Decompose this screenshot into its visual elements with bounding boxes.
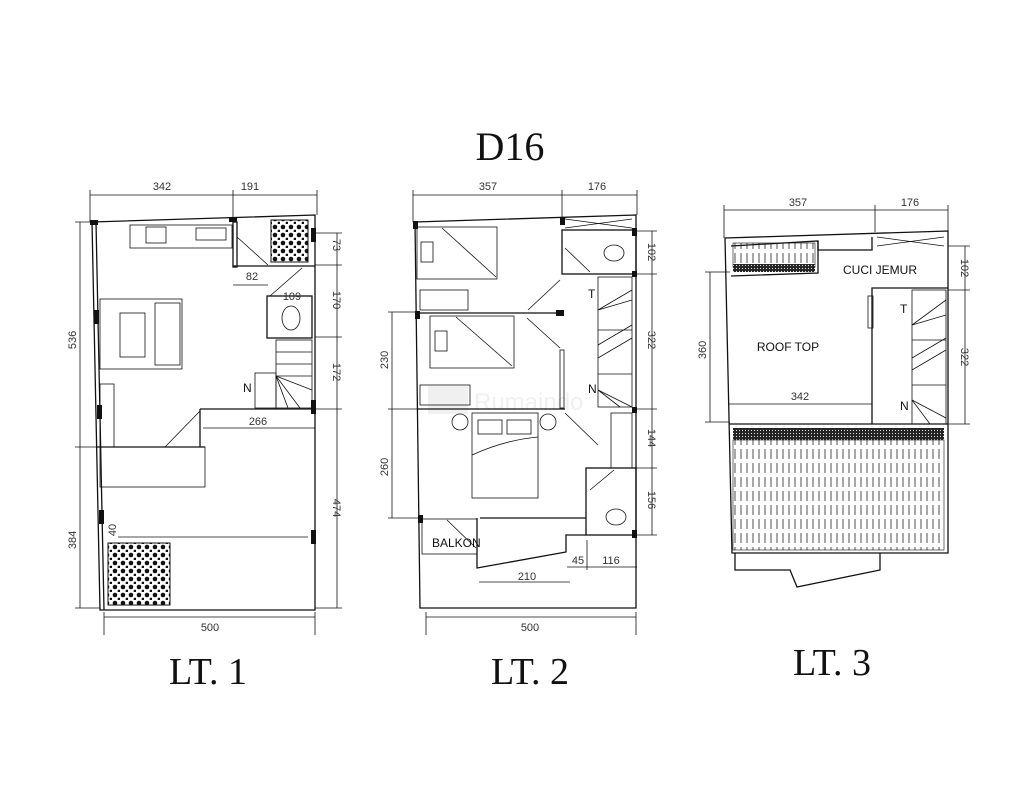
dim-right-a: 73: [330, 239, 342, 251]
staircase-lt1: N: [243, 339, 313, 409]
dim-inner-b: 45: [572, 555, 584, 567]
staircase-lt3: T N: [900, 289, 947, 425]
stove-icon: [195, 227, 227, 241]
dim-inner-a: 82: [246, 271, 258, 283]
dim-top-a: 357: [479, 181, 497, 193]
dim-right-b: 170: [330, 291, 342, 309]
floor-label-lt2: LT. 2: [491, 651, 569, 693]
dim-inner-c: 266: [249, 416, 267, 428]
dim-right-d: 474: [330, 499, 342, 517]
dim-inner-a: 210: [518, 571, 536, 583]
nightstand-lamp-icon: [539, 413, 557, 431]
floor-label-lt1: LT. 1: [169, 651, 247, 693]
floor-plan-lt2: T N BALKON 357 176 230: [379, 181, 657, 693]
wardrobe: [610, 412, 633, 469]
dim-right-b: 322: [958, 348, 970, 366]
stair-down-marker: N: [588, 382, 597, 396]
kitchen-counter: [129, 224, 233, 249]
dim-left-b: 260: [379, 458, 391, 476]
roof-gutter: [733, 428, 944, 440]
nightstand-lamp-icon: [451, 413, 469, 431]
room-label-laundry: CUCI JEMUR: [843, 263, 917, 277]
sofa-set: [99, 298, 183, 370]
garden-planter: [270, 219, 309, 263]
bathroom-upper: [561, 229, 637, 275]
svg-text:Rumaindo: Rumaindo: [474, 389, 583, 416]
dim-inner-d: 40: [107, 524, 119, 536]
dimension-lines: [705, 205, 970, 425]
floor-label-lt3: LT. 3: [793, 642, 871, 684]
roof-tiles: [732, 242, 816, 268]
dim-bottom: 500: [521, 622, 539, 634]
dim-right-d: 156: [645, 491, 657, 509]
outer-wall: [91, 214, 316, 611]
dim-right-c: 172: [330, 363, 342, 381]
room-label-rooftop: ROOF TOP: [757, 340, 819, 354]
dim-top-b: 176: [588, 181, 606, 193]
dim-top-b: 191: [241, 181, 259, 193]
sink-icon: [145, 226, 167, 244]
dimension-lines: [75, 190, 342, 635]
staircase-lt2: T N: [588, 276, 633, 408]
bathroom-lower: [585, 467, 637, 536]
dim-top-a: 342: [153, 181, 171, 193]
floor-plan-lt3: CUCI JEMUR ROOF TOP T N 357 176: [697, 197, 970, 684]
dim-left-b: 384: [67, 531, 79, 549]
wardrobe: [419, 384, 471, 406]
dim-right-b: 322: [645, 331, 657, 349]
dimension-lines: [388, 190, 657, 635]
stair-up-marker: T: [900, 302, 908, 316]
dim-left-a: 360: [697, 341, 709, 359]
bathroom-lt1: [266, 295, 313, 339]
dim-left-a: 230: [379, 351, 391, 369]
dim-inner-c: 116: [602, 555, 620, 567]
outer-wall: [724, 230, 949, 554]
dim-right-a: 102: [645, 243, 657, 261]
plan-title: D16: [476, 124, 545, 169]
dim-right-c: 144: [645, 429, 657, 447]
dim-right-a: 102: [958, 259, 970, 277]
single-bed: [429, 315, 515, 369]
watermark: Rumaindo: [428, 386, 583, 416]
roof-tiles: [732, 439, 945, 551]
wardrobe: [419, 289, 469, 311]
stair-down-marker: N: [900, 399, 909, 413]
toilet-icon: [605, 508, 627, 526]
balcony-outline: [734, 553, 881, 588]
void-cross: [876, 236, 945, 247]
dim-bottom: 500: [201, 622, 219, 634]
room-label-balcony: BALKON: [432, 536, 481, 550]
stair-up-marker: T: [588, 287, 596, 301]
toilet-icon: [281, 305, 301, 331]
dim-inner-b: 109: [283, 291, 301, 303]
garden-planter: [107, 542, 171, 606]
dim-top-a: 357: [789, 197, 807, 209]
floor-plan-lt1: N 342 191 536 384 73 170 172 47: [67, 181, 342, 693]
dim-top-b: 176: [901, 197, 919, 209]
toilet-icon: [603, 244, 625, 262]
stair-down-marker: N: [243, 381, 252, 395]
double-bed: [471, 412, 539, 499]
dim-inner-a: 342: [791, 391, 809, 403]
single-bed: [416, 226, 498, 280]
dim-left-a: 536: [67, 331, 79, 349]
